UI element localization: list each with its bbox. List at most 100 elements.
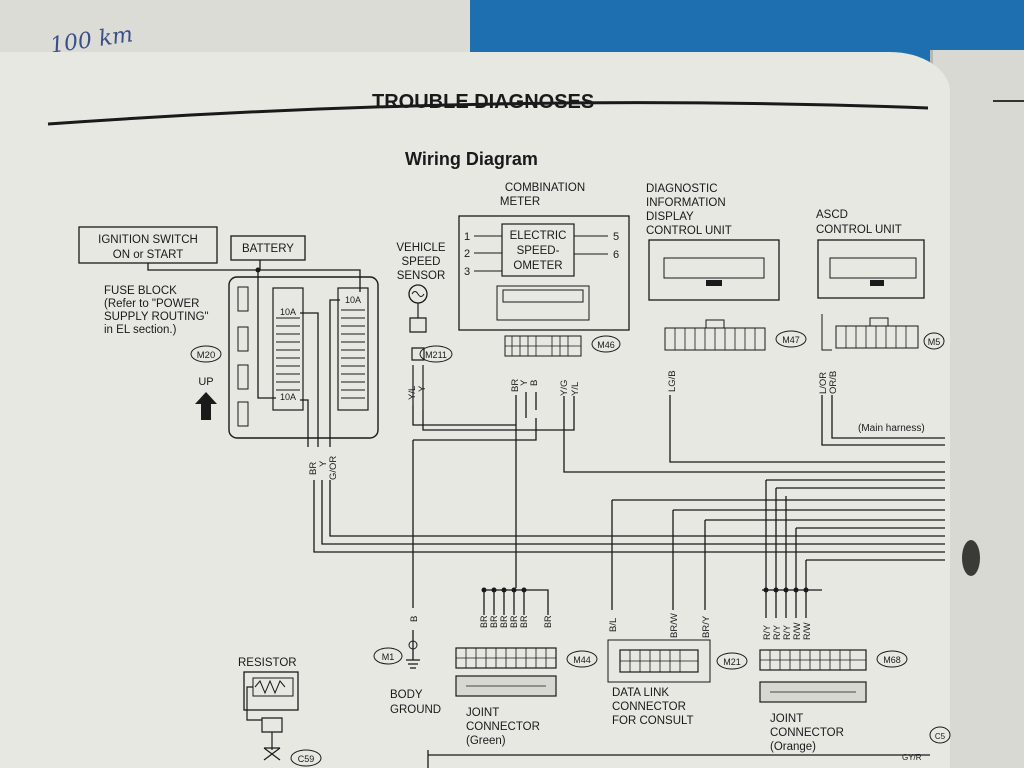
wire-gy-r: GY/R bbox=[902, 753, 922, 762]
svg-text:6: 6 bbox=[613, 249, 619, 261]
svg-text:ASCD: ASCD bbox=[816, 209, 848, 221]
code-m46: M46 bbox=[597, 340, 615, 350]
fuse-10a-bottom: 10A bbox=[280, 392, 296, 402]
code-m1: M1 bbox=[382, 652, 395, 662]
svg-text:JOINT: JOINT bbox=[466, 707, 499, 719]
fuse-10a-right: 10A bbox=[345, 295, 361, 305]
svg-text:Y/G: Y/G bbox=[559, 380, 570, 396]
facing-page-rule bbox=[993, 100, 1024, 102]
main-harness-label: (Main harness) bbox=[858, 423, 925, 434]
svg-text:SPEED: SPEED bbox=[402, 256, 441, 268]
joint-connector-orange: R/Y R/Y R/Y R/W R/W M68 JOINT CONNECTOR … bbox=[759, 622, 908, 753]
fuse-block: FUSE BLOCK (Refer to "POWER SUPPLY ROUTI… bbox=[104, 276, 379, 439]
svg-text:L/OR: L/OR bbox=[818, 372, 829, 394]
svg-text:VEHICLE: VEHICLE bbox=[396, 242, 446, 254]
svg-text:2: 2 bbox=[464, 248, 470, 260]
svg-text:G/OR: G/OR bbox=[328, 456, 339, 480]
svg-text:B/L: B/L bbox=[608, 618, 619, 632]
diagram-title: Wiring Diagram bbox=[405, 149, 538, 169]
data-link-connector: B/L BR/W BR/Y M21 DATA LINK CONNECTOR FO… bbox=[607, 613, 748, 727]
svg-text:BR: BR bbox=[499, 615, 509, 628]
svg-text:CONNECTOR: CONNECTOR bbox=[466, 721, 540, 733]
code-c59: C59 bbox=[298, 754, 315, 764]
svg-text:R/W: R/W bbox=[792, 622, 802, 640]
svg-text:(Green): (Green) bbox=[466, 735, 506, 747]
svg-text:OMETER: OMETER bbox=[513, 260, 562, 272]
header-rule bbox=[47, 101, 929, 126]
background-document: 100 km bbox=[0, 0, 470, 60]
svg-text:BR: BR bbox=[510, 379, 521, 392]
svg-text:B: B bbox=[409, 616, 420, 622]
svg-text:COMBINATION: COMBINATION bbox=[505, 182, 585, 194]
svg-text:FUSE BLOCK: FUSE BLOCK bbox=[104, 285, 177, 297]
section-title: TROUBLE DIAGNOSES bbox=[372, 91, 594, 113]
diagnostic-display-control-unit: DIAGNOSTIC INFORMATION DISPLAY CONTROL U… bbox=[646, 183, 807, 392]
svg-text:in EL section.): in EL section.) bbox=[104, 324, 177, 336]
svg-text:BR: BR bbox=[308, 462, 319, 475]
binder-hole bbox=[962, 540, 980, 576]
svg-text:BR: BR bbox=[509, 615, 519, 628]
svg-text:SENSOR: SENSOR bbox=[397, 270, 446, 282]
svg-text:R/Y: R/Y bbox=[782, 625, 792, 640]
svg-text:DISPLAY: DISPLAY bbox=[646, 211, 694, 223]
svg-text:1: 1 bbox=[464, 231, 470, 243]
svg-text:CONTROL UNIT: CONTROL UNIT bbox=[646, 225, 732, 237]
svg-text:BODY: BODY bbox=[390, 689, 423, 701]
ignition-switch-block: IGNITION SWITCH ON or START bbox=[78, 226, 218, 264]
vehicle-speed-sensor: VEHICLE SPEED SENSOR M211 Y/L Y bbox=[396, 242, 453, 410]
svg-text:3: 3 bbox=[464, 266, 470, 278]
svg-text:RESISTOR: RESISTOR bbox=[238, 657, 297, 669]
svg-text:BR: BR bbox=[543, 615, 553, 628]
svg-text:(Orange): (Orange) bbox=[770, 741, 816, 753]
svg-text:OR/B: OR/B bbox=[828, 371, 839, 394]
svg-text:R/Y: R/Y bbox=[772, 625, 782, 640]
svg-text:GROUND: GROUND bbox=[390, 704, 441, 716]
svg-text:R/Y: R/Y bbox=[762, 625, 772, 640]
svg-text:BR: BR bbox=[479, 615, 489, 628]
svg-text:LG/B: LG/B bbox=[667, 370, 678, 392]
svg-text:SPEED-: SPEED- bbox=[517, 245, 560, 257]
svg-text:BATTERY: BATTERY bbox=[242, 243, 294, 255]
code-m21: M21 bbox=[723, 657, 741, 667]
svg-text:Y: Y bbox=[318, 460, 329, 467]
svg-text:BR: BR bbox=[489, 615, 499, 628]
svg-text:JOINT: JOINT bbox=[770, 713, 803, 725]
svg-text:BR: BR bbox=[519, 615, 529, 628]
code-c5: C5 bbox=[935, 732, 946, 741]
up-arrow-icon bbox=[195, 392, 217, 420]
svg-text:ELECTRIC: ELECTRIC bbox=[510, 230, 567, 242]
svg-text:CONNECTOR: CONNECTOR bbox=[770, 727, 844, 739]
manual-page bbox=[0, 52, 950, 768]
code-m20: M20 bbox=[197, 350, 215, 361]
svg-text:INFORMATION: INFORMATION bbox=[646, 197, 726, 209]
combination-meter: COMBINATION METER ELECTRIC SPEED- OMETER… bbox=[458, 182, 630, 396]
resistor: RESISTOR C59 bbox=[238, 657, 322, 767]
svg-text:SUPPLY ROUTING": SUPPLY ROUTING" bbox=[104, 311, 209, 323]
svg-text:METER: METER bbox=[500, 196, 540, 208]
svg-text:CONTROL UNIT: CONTROL UNIT bbox=[816, 224, 902, 236]
svg-text:DATA LINK: DATA LINK bbox=[612, 687, 669, 699]
code-m68: M68 bbox=[883, 655, 901, 665]
fuse-10a-top: 10A bbox=[280, 307, 296, 317]
code-m5: M5 bbox=[928, 337, 941, 347]
joint-connector-green: BR BR BR BR BR BR M44 JOINT CONNECTOR (G… bbox=[455, 615, 598, 747]
svg-text:BR/W: BR/W bbox=[669, 613, 680, 638]
svg-text:BR/Y: BR/Y bbox=[701, 615, 712, 638]
code-m47: M47 bbox=[782, 335, 800, 345]
up-label: UP bbox=[198, 376, 213, 388]
battery-block: BATTERY bbox=[230, 235, 306, 261]
svg-text:Y/L: Y/L bbox=[570, 382, 581, 396]
code-m44: M44 bbox=[573, 655, 591, 665]
ascd-control-unit: ASCD CONTROL UNIT M5 L/OR OR/B (Main har… bbox=[816, 209, 945, 434]
svg-text:5: 5 bbox=[613, 231, 619, 243]
svg-text:B: B bbox=[529, 380, 540, 386]
svg-text:Y: Y bbox=[519, 379, 530, 386]
code-m211: M211 bbox=[425, 350, 447, 360]
svg-text:R/W: R/W bbox=[802, 622, 812, 640]
svg-text:ON or START: ON or START bbox=[113, 249, 184, 261]
body-ground: B M1 BODY GROUND bbox=[373, 616, 441, 716]
svg-text:DIAGNOSTIC: DIAGNOSTIC bbox=[646, 183, 718, 195]
svg-text:(Refer to "POWER: (Refer to "POWER bbox=[104, 298, 199, 310]
svg-text:FOR CONSULT: FOR CONSULT bbox=[612, 715, 694, 727]
